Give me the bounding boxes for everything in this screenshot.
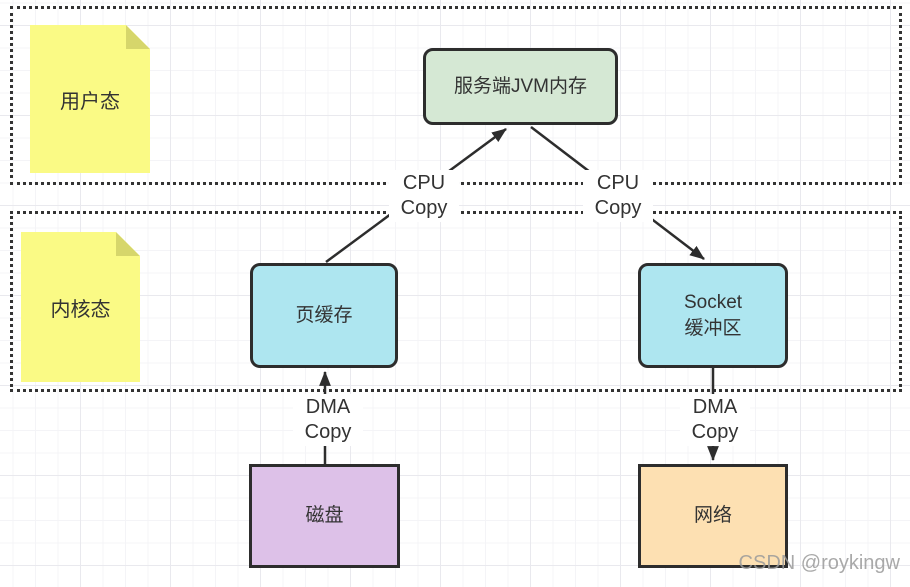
kernel-mode-note-label: 内核态	[50, 298, 111, 321]
cpu-copy-right-label: CPU Copy	[583, 170, 653, 222]
kernel-mode-note: 内核态	[21, 232, 140, 382]
network-node: 网络	[638, 464, 788, 568]
csdn-watermark: CSDN @roykingw	[738, 552, 900, 574]
dma-copy-right-label: DMA Copy	[680, 394, 750, 446]
user-mode-note: 用户态	[30, 25, 150, 173]
jvm-memory-node: 服务端JVM内存	[423, 48, 618, 125]
page-cache-node: 页缓存	[250, 263, 398, 368]
disk-node: 磁盘	[249, 464, 400, 568]
user-mode-note-label: 用户态	[60, 90, 120, 113]
socket-buffer-node: Socket 缓冲区	[638, 263, 788, 368]
dma-copy-left-label: DMA Copy	[293, 394, 363, 446]
cpu-copy-left-label: CPU Copy	[389, 170, 459, 222]
